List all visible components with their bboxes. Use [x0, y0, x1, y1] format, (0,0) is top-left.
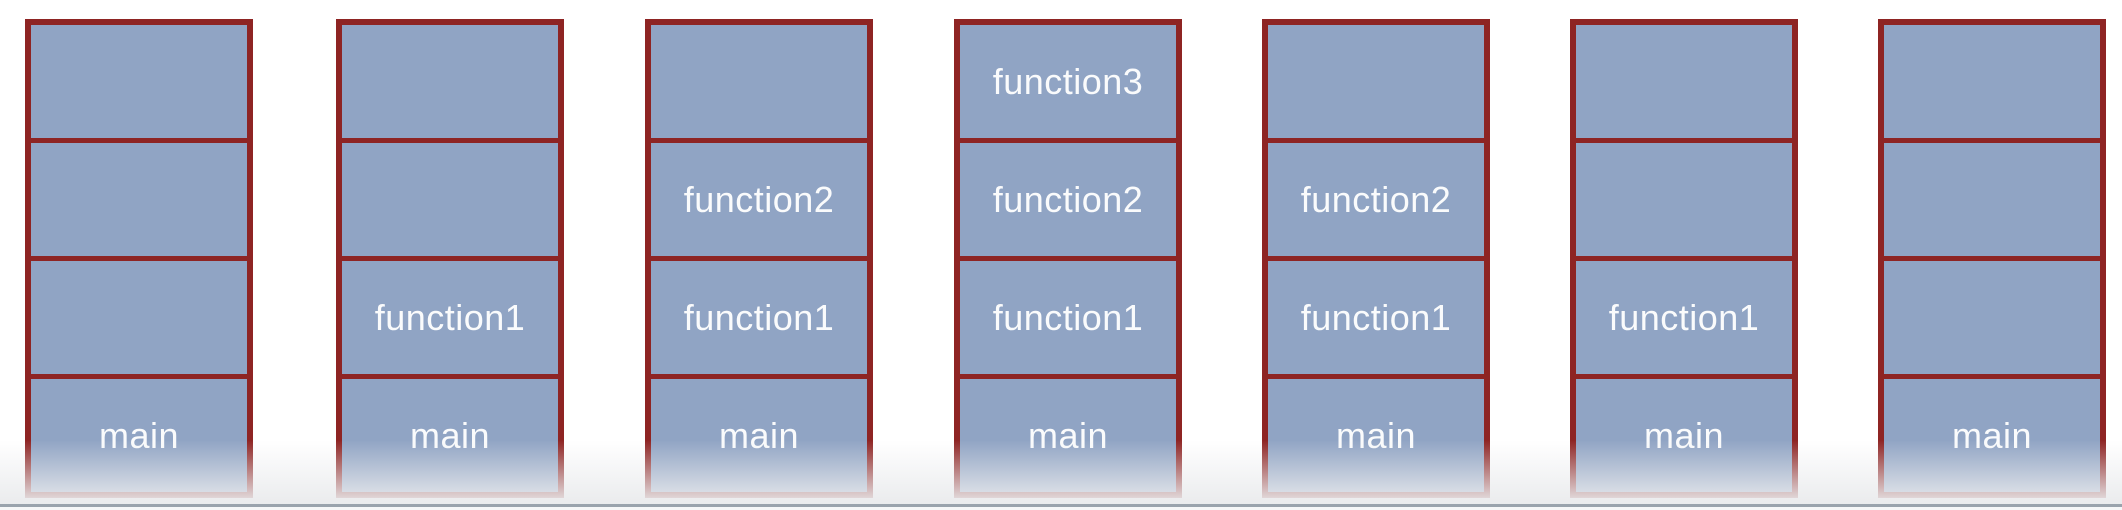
stack-frame-main: main	[651, 379, 867, 492]
stack-frame-main: main	[1884, 379, 2100, 492]
stack-frame-main: main	[31, 379, 247, 492]
stack-frame-main: main	[960, 379, 1176, 492]
slide-below-edge-area	[0, 507, 2122, 510]
stack-frame-function1: function1	[342, 261, 558, 374]
stack-frame-main: main	[1576, 379, 1792, 492]
stack-frame-function3: function3	[960, 25, 1176, 138]
stack-frame-cell	[1884, 143, 2100, 256]
stack-frame-function1: function1	[651, 261, 867, 374]
stack-frame-function1: function1	[1576, 261, 1792, 374]
stack-frame-function2: function2	[1268, 143, 1484, 256]
stack-frame-main: main	[1268, 379, 1484, 492]
slide-bottom-edge-line	[0, 504, 2122, 507]
stack-frame-cell	[31, 143, 247, 256]
stack-frame-cell	[1884, 25, 2100, 138]
stack-frame-cell	[1268, 25, 1484, 138]
stack-frame-cell	[31, 261, 247, 374]
stack-frame-cell	[651, 25, 867, 138]
stack-frame-cell	[342, 25, 558, 138]
call-stack-2: function1 main	[336, 19, 564, 498]
call-stack-7: main	[1878, 19, 2106, 498]
stack-frame-function1: function1	[1268, 261, 1484, 374]
stack-frame-function2: function2	[960, 143, 1176, 256]
stack-frame-cell	[1884, 261, 2100, 374]
stack-frame-function2: function2	[651, 143, 867, 256]
stack-frame-function1: function1	[960, 261, 1176, 374]
call-stack-6: function1 main	[1570, 19, 1798, 498]
stack-frame-cell	[31, 25, 247, 138]
stack-frame-cell	[342, 143, 558, 256]
call-stack-5: function2 function1 main	[1262, 19, 1490, 498]
stack-frame-cell	[1576, 143, 1792, 256]
call-stack-1: main	[25, 19, 253, 498]
call-stack-4: function3 function2 function1 main	[954, 19, 1182, 498]
call-stack-3: function2 function1 main	[645, 19, 873, 498]
stack-frame-main: main	[342, 379, 558, 492]
stack-frame-cell	[1576, 25, 1792, 138]
